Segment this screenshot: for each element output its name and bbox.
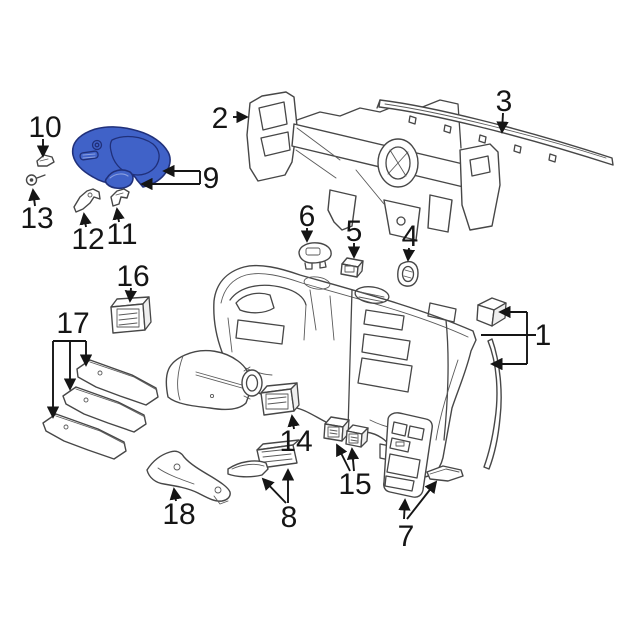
part-11-bracket: [110, 188, 130, 207]
callout-14-arrow: [287, 414, 300, 430]
callout-label-12: 12: [71, 223, 104, 256]
callout-15-arrow-a: [336, 443, 351, 472]
callout-label-4: 4: [402, 220, 419, 253]
callouts: 1 2 3 4 5 6 7 8 9 10 11 12: [20, 85, 551, 553]
callout-4-arrow: [402, 247, 416, 262]
part-4-grommet: [397, 260, 419, 287]
part-18-lower-bracket: [146, 450, 231, 505]
part-8-vent-and-trim: [227, 439, 300, 478]
part-16-vent: [110, 296, 152, 334]
part-10-clip: [36, 154, 55, 167]
callout-16-arrow: [124, 287, 137, 303]
callout-12-arrow: [79, 212, 92, 228]
part-3-defroster-grille: [376, 99, 614, 166]
callout-label-16: 16: [116, 260, 149, 293]
part-15-switches: [323, 416, 369, 448]
callout-15-arrow-b: [346, 447, 360, 472]
callout-18-arrow: [169, 487, 182, 502]
callout-label-15: 15: [338, 468, 371, 501]
cluster-hood-drawing: [165, 349, 263, 411]
part-14-vent: [260, 382, 300, 416]
callout-label-13: 13: [20, 202, 53, 235]
callout-label-7: 7: [398, 520, 415, 553]
callout-label-9: 9: [203, 162, 220, 195]
callout-label-18: 18: [162, 498, 195, 531]
callout-label-5: 5: [346, 215, 363, 248]
callout-label-17: 17: [56, 307, 89, 340]
callout-11-arrow: [112, 207, 125, 223]
part-2-reinforcement-frame: [246, 91, 501, 241]
callout-label-3: 3: [496, 85, 513, 118]
part-6-sensor-grille: [298, 242, 332, 270]
part-7-center-bezel-and-tray: [383, 412, 464, 498]
callout-3-arrow: [496, 112, 509, 134]
part-1-end-cap-and-strip: [476, 297, 507, 470]
callout-label-8: 8: [281, 501, 298, 534]
part-12-bracket: [73, 188, 101, 213]
callout-8-arrow-a: [261, 477, 287, 504]
part-13-pin: [25, 174, 46, 186]
callout-label-6: 6: [299, 200, 316, 233]
callout-7-arrow-a: [398, 498, 411, 520]
callout-label-1: 1: [535, 319, 552, 352]
part-17-trim-strips: [42, 359, 159, 460]
callout-label-11: 11: [106, 218, 137, 251]
part-9-cluster-bezel-highlighted: [71, 126, 171, 190]
callout-13-arrow: [28, 188, 41, 207]
callout-label-14: 14: [279, 425, 312, 458]
callout-label-2: 2: [212, 102, 229, 135]
part-5-switch: [340, 257, 364, 278]
callout-7-arrow-b: [406, 480, 438, 520]
callout-label-10: 10: [28, 111, 61, 144]
